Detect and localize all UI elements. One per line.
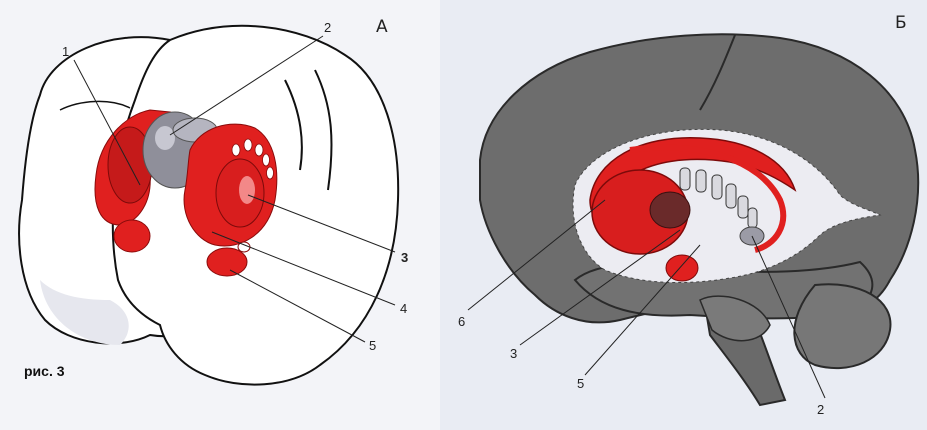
panel-a: А 1 2 3 4 5 рис. 3 xyxy=(0,0,440,430)
panel-b-label-2: 2 xyxy=(817,402,824,417)
panel-b: Б 6 3 5 2 xyxy=(440,0,927,430)
panel-b-amygdala xyxy=(666,255,698,281)
panel-b-globus-pallidus xyxy=(650,192,690,228)
panel-a-label-4: 4 xyxy=(400,301,407,316)
panel-b-label-6: 6 xyxy=(458,314,465,329)
panel-a-label-5: 5 xyxy=(369,338,376,353)
panel-b-letter: Б xyxy=(895,13,907,33)
panel-b-cerebellum xyxy=(794,284,890,368)
panel-a-label-1: 1 xyxy=(62,44,69,59)
panel-a-right-amygdala xyxy=(207,248,247,276)
panel-a-thalamus-highlight xyxy=(155,126,175,150)
panel-a-label-2: 2 xyxy=(324,20,331,35)
panel-a-label-3: 3 xyxy=(401,250,408,265)
panel-b-label-5: 5 xyxy=(577,376,584,391)
panel-b-label-3: 3 xyxy=(510,346,517,361)
panel-a-left-amygdala xyxy=(114,220,150,252)
panel-a-caption: рис. 3 xyxy=(24,363,65,379)
panel-a-lentiform-highlight xyxy=(239,176,255,204)
panel-a-letter: А xyxy=(376,17,388,37)
